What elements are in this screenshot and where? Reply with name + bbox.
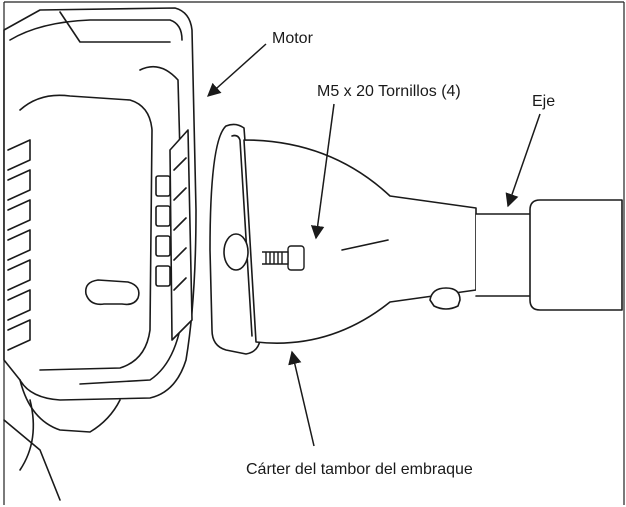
leader-housing bbox=[288, 350, 315, 447]
leader-motor bbox=[206, 43, 267, 97]
leader-shaft bbox=[505, 113, 541, 208]
label-clutch-housing: Cárter del tambor del embraque bbox=[246, 461, 473, 478]
leader-screws bbox=[310, 103, 335, 240]
engine-body bbox=[3, 7, 197, 501]
leader-lines bbox=[206, 43, 541, 447]
shaft bbox=[529, 199, 623, 311]
bolt bbox=[262, 245, 305, 271]
label-motor: Motor bbox=[272, 30, 313, 47]
clutch-housing bbox=[209, 123, 541, 355]
label-screws: M5 x 20 Tornillos (4) bbox=[317, 83, 461, 100]
label-shaft: Eje bbox=[532, 93, 556, 110]
